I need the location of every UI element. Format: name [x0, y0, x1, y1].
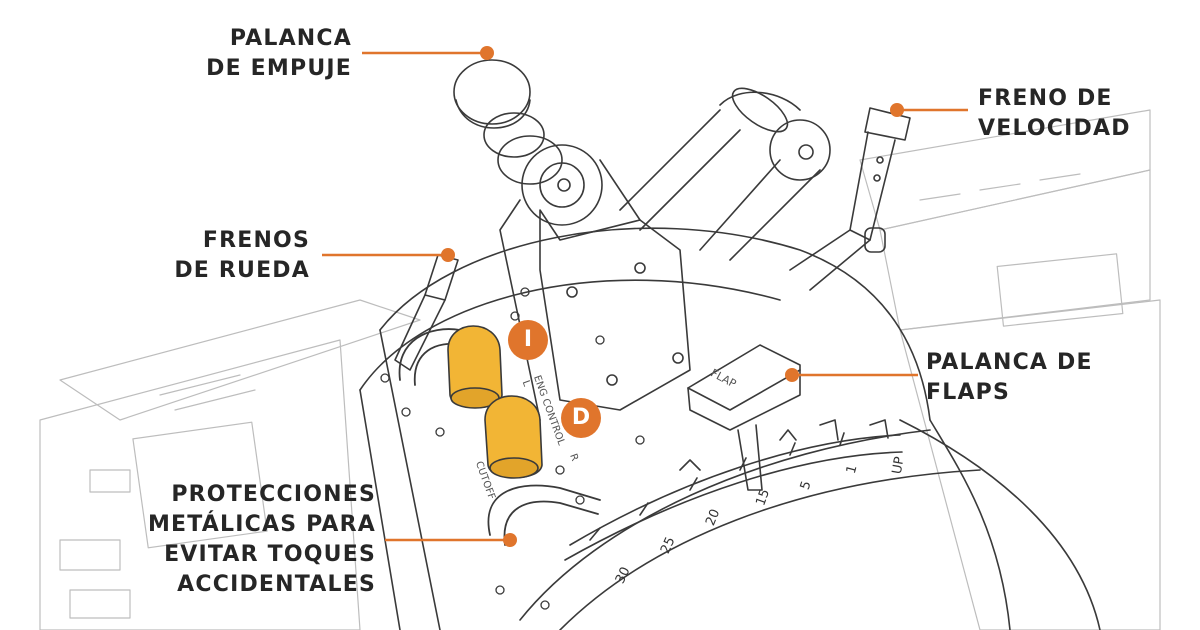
quadrant-body	[359, 227, 1101, 630]
metal-guards-label-line-4: ACCIDENTALES	[177, 572, 376, 597]
speed-brake-label-line-2: VELOCIDAD	[978, 116, 1131, 141]
rivets	[380, 287, 645, 610]
metal-guards-label-line-3: EVITAR TOQUES	[164, 542, 376, 567]
metal-guards-label: PROTECCIONES METÁLICAS PARA EVITAR TOQUE…	[100, 480, 376, 600]
wheel-brakes-label-line-2: DE RUEDA	[174, 258, 310, 283]
engine-knobs	[447, 325, 543, 479]
background-panels	[39, 109, 1161, 630]
speed-brake-lever	[789, 107, 911, 291]
metal-guards-label-line-2: METÁLICAS PARA	[147, 512, 376, 537]
flap-tick-up: UP	[889, 455, 908, 476]
thrust-lever-left	[453, 59, 691, 421]
thrust-lever-label-line-1: PALANCA	[229, 26, 352, 51]
flap-scale-arc	[564, 419, 903, 561]
speed-brake-label: FRENO DE VELOCIDAD	[978, 84, 1131, 144]
right-engine-badge: D	[561, 398, 601, 438]
flap-lever-label: PALANCA DE FLAPS	[926, 348, 1093, 408]
wheel-brakes-label: FRENOS DE RUEDA	[150, 226, 310, 286]
thrust-lever-label: PALANCA DE EMPUJE	[200, 24, 352, 84]
thrust-lever-label-line-2: DE EMPUJE	[206, 56, 352, 81]
flap-lever-label-line-2: FLAPS	[926, 380, 1011, 405]
metal-guards-label-line-1: PROTECCIONES	[171, 482, 376, 507]
flap-lever-label-line-1: PALANCA DE	[926, 350, 1093, 375]
flap-lever	[687, 344, 801, 491]
thrust-lever-right	[619, 87, 831, 261]
callout-lines	[322, 51, 968, 542]
wheel-brakes-label-line-1: FRENOS	[202, 228, 310, 253]
speed-brake-label-line-1: FRENO DE	[978, 86, 1113, 111]
callout-dots	[441, 46, 904, 547]
left-engine-badge: I	[508, 320, 548, 360]
